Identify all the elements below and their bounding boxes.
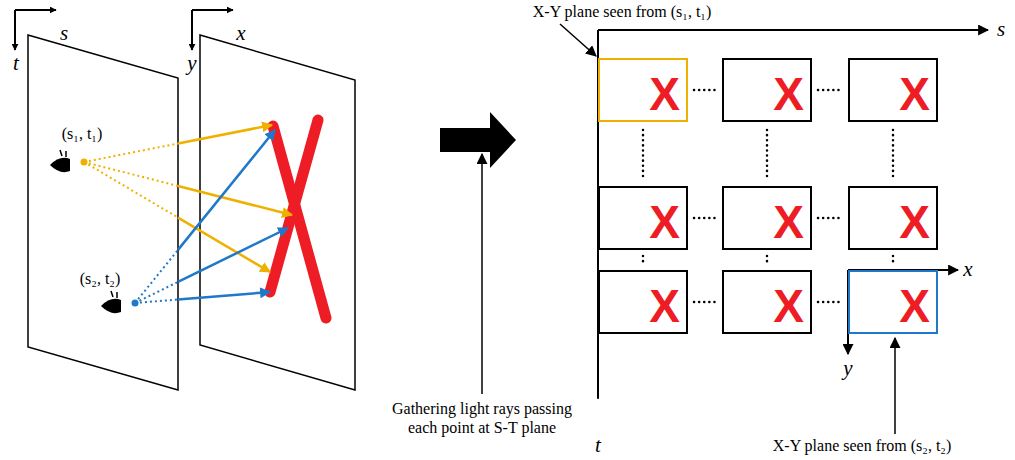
red-x-stroke xyxy=(273,126,326,318)
view-box: X xyxy=(848,58,938,122)
ellipsis xyxy=(694,89,716,92)
ray-arrow xyxy=(178,130,275,250)
ellipsis xyxy=(642,256,645,264)
eye-icon xyxy=(101,291,121,313)
axis-label: s xyxy=(996,17,1006,42)
view-glyph: X xyxy=(773,283,804,329)
ellipsis xyxy=(642,130,645,178)
ellipsis xyxy=(818,217,842,220)
ellipsis xyxy=(766,130,769,178)
view-glyph: X xyxy=(649,283,680,329)
ray-dotted xyxy=(84,162,178,186)
ray-arrow xyxy=(178,186,292,215)
annotation: X-Y plane seen from (s₁, t₁) xyxy=(532,2,713,21)
transform-arrow xyxy=(440,112,516,168)
view-box: X xyxy=(848,270,938,334)
view-glyph: X xyxy=(773,199,804,245)
yellow-rays xyxy=(84,125,292,272)
leader-line xyxy=(894,338,896,434)
ellipsis xyxy=(818,301,842,304)
axis-label: t xyxy=(12,51,20,76)
view-box: X xyxy=(598,186,688,250)
axis-label: s xyxy=(59,21,69,46)
axis-label: x xyxy=(962,257,973,282)
view-box: X xyxy=(598,270,688,334)
y-axis xyxy=(191,10,193,50)
ellipsis xyxy=(766,256,769,264)
view-glyph: X xyxy=(773,71,804,117)
ellipsis xyxy=(892,130,895,178)
st-plane xyxy=(28,35,178,390)
view-glyph: X xyxy=(899,71,930,117)
eye-shape xyxy=(101,299,121,313)
view-point xyxy=(132,300,139,307)
eye-icon xyxy=(50,150,70,172)
red-x-stroke xyxy=(270,120,318,292)
eye-lash xyxy=(111,291,117,298)
ellipsis xyxy=(694,217,716,220)
view-box: X xyxy=(722,58,812,122)
s-axis xyxy=(598,29,988,31)
view-glyph: X xyxy=(649,199,680,245)
view-glyph: X xyxy=(649,71,680,117)
annotation: (s₂, t₂) xyxy=(79,269,121,288)
view-glyph: X xyxy=(899,283,930,329)
view-box: X xyxy=(848,186,938,250)
ray-dotted xyxy=(84,144,178,163)
view-point xyxy=(81,159,88,166)
ellipsis xyxy=(694,301,716,304)
ray-dotted xyxy=(135,282,178,303)
t-axis xyxy=(14,10,16,50)
leader-line xyxy=(481,154,483,394)
leader-line xyxy=(560,24,596,56)
ray-arrow xyxy=(178,228,288,282)
view-glyph: X xyxy=(899,199,930,245)
blue-rays xyxy=(135,130,288,303)
ray-dotted xyxy=(135,300,178,304)
annotation: X-Y plane seen from (s₂, t₂) xyxy=(772,436,953,455)
view-box: X xyxy=(598,58,688,122)
ellipsis xyxy=(818,89,842,92)
view-box: X xyxy=(722,270,812,334)
ray-dotted xyxy=(84,162,178,218)
eye-shape xyxy=(50,158,70,172)
ellipsis xyxy=(892,256,895,264)
eye-lash xyxy=(60,150,66,157)
axis-label: y xyxy=(842,356,853,381)
ray-dotted xyxy=(135,250,178,303)
axis-label: y xyxy=(186,51,197,76)
x-axis xyxy=(192,9,233,11)
annotation: Gathering light rays passing each point … xyxy=(356,399,608,437)
ray-arrow xyxy=(178,292,270,300)
ray-arrow xyxy=(178,125,272,144)
view-box: X xyxy=(722,186,812,250)
s-axis xyxy=(15,9,56,11)
annotation: (s₁, t₁) xyxy=(61,124,103,143)
axis-label: x xyxy=(235,21,246,46)
